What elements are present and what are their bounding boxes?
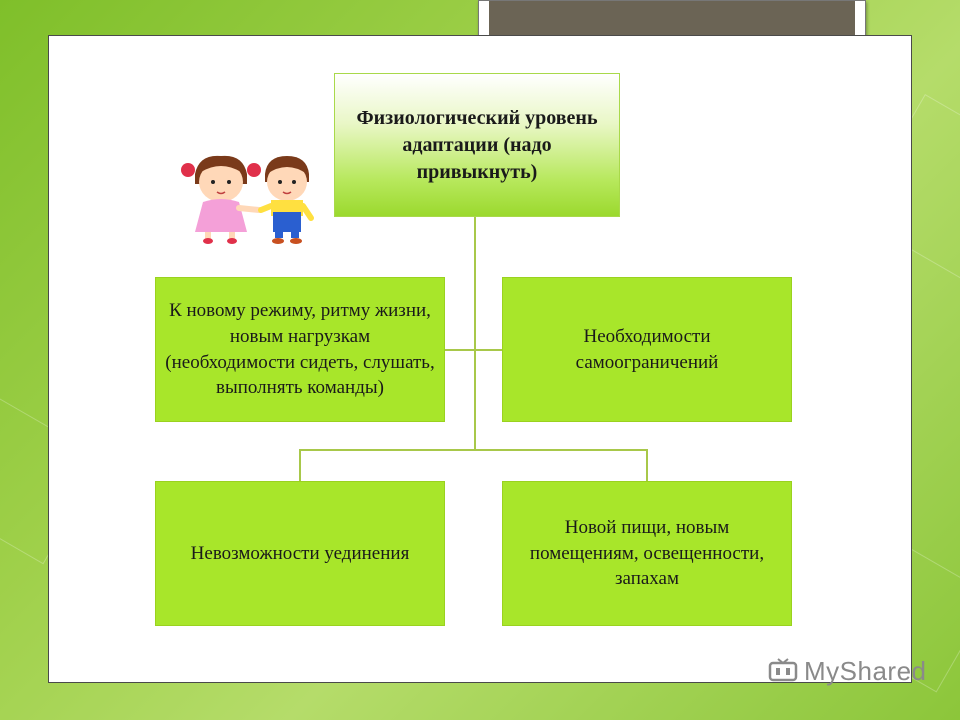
node-self-restraint-text: Необходимости самоограничений [575,325,719,373]
connector-bottom-right-drop [646,449,648,481]
node-self-restraint: Необходимости самоограничений [502,277,792,422]
node-no-solitude: Невозможности уединения [155,481,445,626]
tv-icon [768,658,798,682]
connector-right-branch [476,349,502,351]
watermark-text: MyShared [804,655,927,686]
node-new-regime-text: К новому режиму, ритму жизни, новым нагр… [165,300,435,399]
girl-figure-icon [181,155,262,244]
diagram-root-node: Физиологический уровень адаптации (надо … [334,73,620,217]
connector-bottom-left-drop [299,449,301,481]
boy-figure-icon [258,156,314,244]
node-new-food-rooms-text: Новой пищи, новым помещениям, освещеннос… [529,517,765,590]
connector-root-trunk [474,217,476,450]
node-no-solitude-text: Невозможности уединения [190,542,410,564]
children-clipart-illustration [181,155,314,244]
root-node-text: Физиологический уровень адаптации (надо … [356,106,598,183]
node-new-regime: К новому режиму, ритму жизни, новым нагр… [155,277,445,422]
watermark-logo: MyShared [768,655,927,687]
connector-left-branch [443,349,474,351]
slide-canvas: Физиологический уровень адаптации (надо … [48,35,912,683]
connector-bottom-bar [299,449,648,451]
node-new-food-rooms: Новой пищи, новым помещениям, освещеннос… [502,481,792,626]
